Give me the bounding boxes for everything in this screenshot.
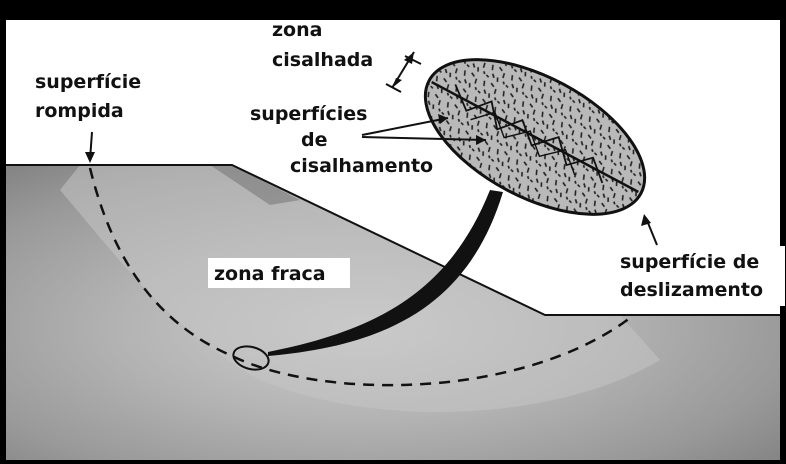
weak-zone-label: zona fraca <box>214 263 326 285</box>
